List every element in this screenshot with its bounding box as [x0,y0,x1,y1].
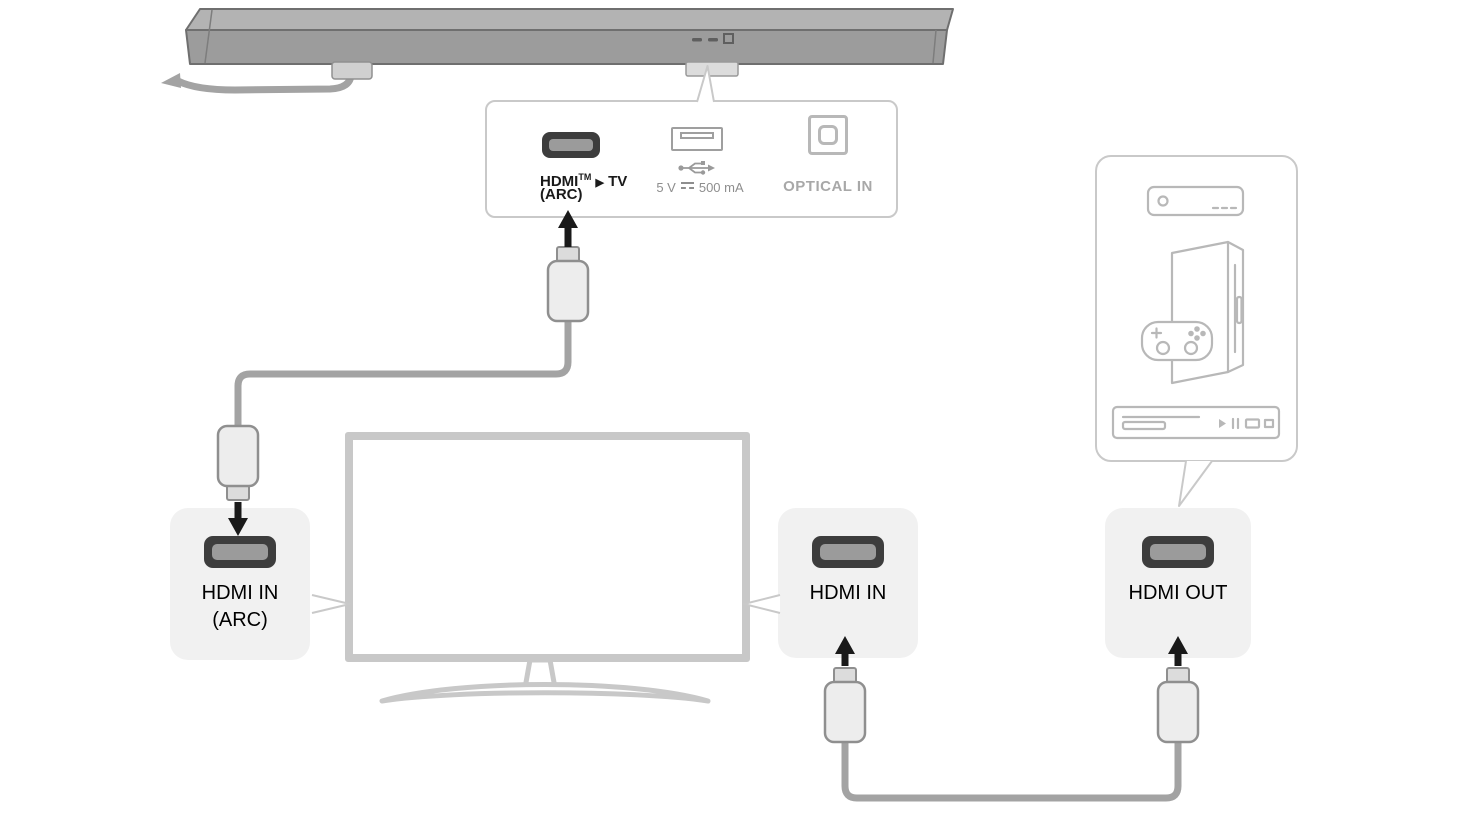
tv-hdmi-in-arc-label: HDMI IN (ARC) [201,582,279,631]
soundbar-top-face [185,8,954,31]
power-cable [161,62,355,94]
game-controller-icon [1140,320,1214,362]
game-console-icon [1170,240,1245,385]
usb-power-label: 5 V 500 mA [625,180,775,195]
source-devices-box [1095,155,1298,462]
hdmi-port-icon [1142,536,1214,568]
tv-screen [345,432,750,662]
soundbar-rear-panel-callout: HDMITM ▶ TV (ARC) 5 V 500 mA OPTICAL IN [485,100,898,218]
hdmi-brand-text: HDMI [540,173,579,190]
soundbar [185,8,954,80]
soundbar-port-marks-icon [692,33,734,44]
hdmi-plug-source-out [1156,666,1200,744]
tv-hdmi-in-label: HDMI IN [809,582,887,604]
source-hdmi-out-label: HDMI OUT [1128,582,1228,604]
usb-trident-icon [678,161,715,175]
blu-ray-player-icon [1111,405,1281,440]
hdmi-cable-tv-to-source [841,735,1182,802]
optical-port-label: OPTICAL IN [783,178,873,195]
soundbar-port-recess [685,61,739,77]
usb-voltage-text: 5 V [656,180,676,195]
hdmi-port-icon [204,536,276,568]
hdmi-arc-port-sublabel: (ARC) [540,186,583,203]
source-devices-icons [1111,185,1281,440]
tv-stand [379,657,711,704]
tv-hdmi-in-box: HDMI IN [778,508,918,658]
right-triangle-icon: ▶ [595,177,604,189]
hdmi-cable-soundbar-to-tv [234,315,572,434]
dc-symbol-icon [680,182,694,193]
hdmi-plug-soundbar [546,245,590,323]
hdmi-plug-tv-in [823,666,867,744]
hdmi-port-icon [812,536,884,568]
usb-port-icon [671,127,723,151]
optical-port-icon [808,115,848,155]
tv-hdmi-in-arc-box: HDMI IN (ARC) [170,508,310,660]
source-hdmi-out-box: HDMI OUT [1105,508,1251,658]
soundbar-cable-notch [331,61,373,80]
set-top-box-icon [1146,185,1245,217]
soundbar-front-face [185,29,948,65]
trademark-text: TM [578,172,592,182]
usb-current-text: 500 mA [698,180,744,195]
hdmi-arc-port-icon [542,132,600,158]
hdmi-target-text: TV [608,173,628,190]
hdmi-arc-port-label: HDMITM ▶ TV [540,168,627,192]
hdmi-plug-tv-arc [216,424,260,502]
